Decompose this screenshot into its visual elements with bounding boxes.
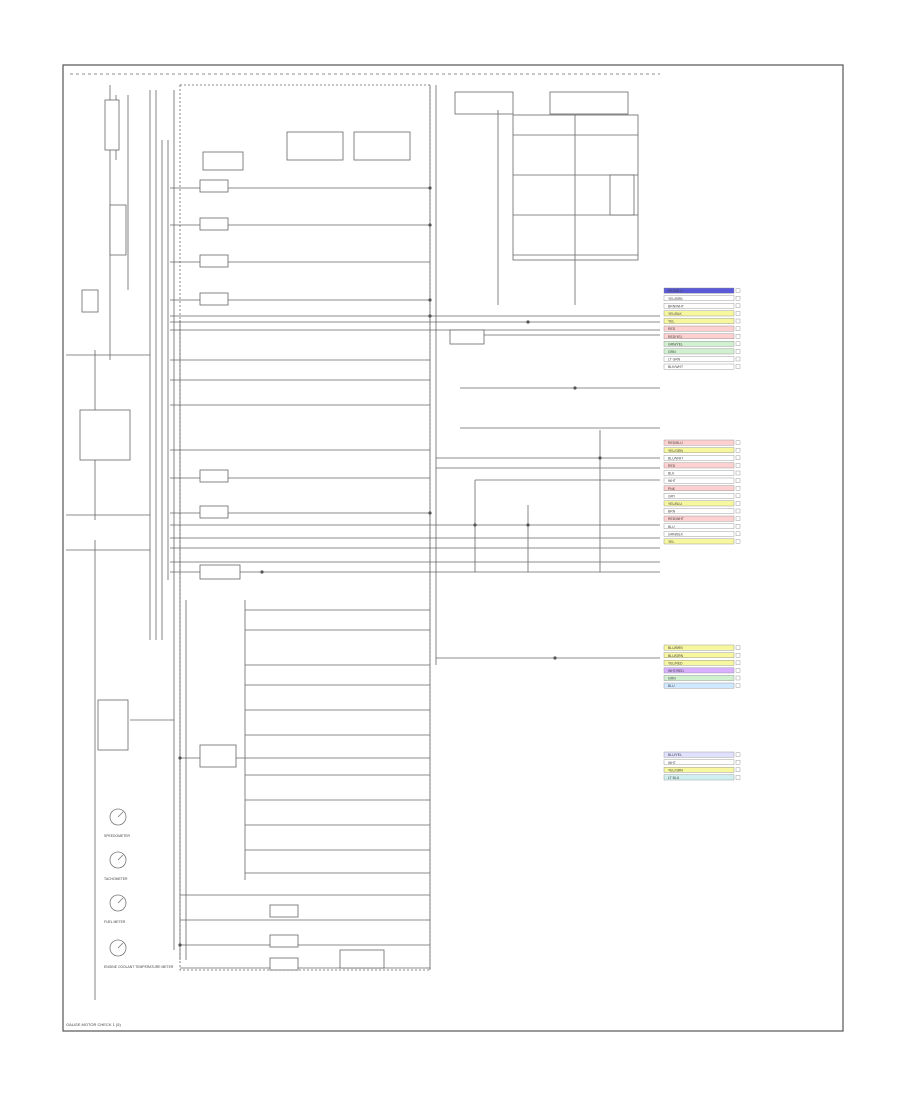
connector-pin xyxy=(663,333,735,340)
connector-column: RED/BLU YEL/BRN BRN/WHT YEL/BLK YEL RED RED/YE… xyxy=(663,287,741,781)
connector-pin xyxy=(663,531,735,537)
left-trunk xyxy=(94,85,187,1000)
connector-pin-label: RED/BLU xyxy=(668,441,683,445)
connector-pin xyxy=(663,660,735,666)
connector-pin-label: BLU xyxy=(668,684,675,688)
connector-pin xyxy=(663,500,735,507)
connector-pin-label: YEL/BLK xyxy=(668,312,682,316)
gauge-label: TACHOMETER xyxy=(104,877,128,881)
connector-pin-label: BLU/BRN xyxy=(668,646,683,650)
connector-pin xyxy=(663,644,735,651)
connector-pin-label: GRY xyxy=(668,494,676,498)
gauge-label: ENGINE COOLANT TEMPERATURE METER xyxy=(104,965,174,969)
center-signal-lines xyxy=(170,187,660,969)
gauge-symbols: SPEEDOMETER TACHOMETER FUEL METER ENGINE CO… xyxy=(104,808,174,969)
gauge-needle xyxy=(117,854,124,861)
connector-pin-label: YEL xyxy=(668,540,675,544)
connector-pin-label: GRN xyxy=(668,677,676,681)
connector-pin xyxy=(663,341,735,347)
gauge-label: SPEEDOMETER xyxy=(104,834,131,838)
connector-pin-label: RED/BLU xyxy=(668,289,683,293)
connector-pin xyxy=(663,485,735,492)
connector-pin xyxy=(663,295,735,302)
connector-pin xyxy=(663,363,735,370)
connector-pin xyxy=(663,675,735,681)
connector-pin xyxy=(663,477,735,484)
connector-pin-label: BLU/YEL xyxy=(668,753,682,757)
connector-pin xyxy=(663,759,735,765)
connector-pin xyxy=(663,439,735,446)
connector-group-connector-a: RED/BLU YEL/BRN BRN/WHT YEL/BLK YEL RED RED/YE… xyxy=(663,287,741,370)
gauge-needle xyxy=(117,897,124,904)
connector-pin-label: RED xyxy=(668,464,676,468)
center-small-boxes xyxy=(199,179,385,971)
connector-pin xyxy=(663,470,735,476)
connector-pin xyxy=(663,455,735,461)
connector-pin-label: GRN/BLK xyxy=(668,532,684,536)
upper-right-block xyxy=(454,91,639,305)
connector-pin xyxy=(663,682,735,689)
connector-pin-label: GRN xyxy=(668,350,676,354)
connector-pin-label: GRN/YEL xyxy=(668,342,683,346)
connector-pin-label: BLK/WHT xyxy=(668,365,683,369)
connector-pin xyxy=(663,652,735,658)
connector-group-connector-d: BLU/YEL WHT YEL/GRN LT BLU xyxy=(663,751,741,781)
connector-pin-label: YEL xyxy=(668,320,675,324)
connector-pin xyxy=(663,515,735,522)
connector-pin xyxy=(663,325,735,332)
connector-pin-label: YEL/GRN xyxy=(668,768,683,772)
connector-pin-label: WHT xyxy=(668,479,676,483)
connector-group-connector-c: BLU/BRN BLU/GRN YEL/RED WHT/RED GRN BLU xyxy=(663,644,741,689)
connector-pin xyxy=(663,774,735,781)
connector-pin-label: PNK xyxy=(668,487,676,491)
connector-pin-label: WHT xyxy=(668,761,676,765)
connector-pin-label: BLU/WHT xyxy=(668,456,683,460)
connector-pin-label: YEL/GRN xyxy=(668,449,683,453)
connector-pin-label: RED xyxy=(668,327,676,331)
connector-pin xyxy=(663,751,735,758)
connector-pin-label: WHT/RED xyxy=(668,669,684,673)
gauge-needle xyxy=(117,942,124,949)
connector-pin xyxy=(663,767,735,773)
gauge-needle xyxy=(117,811,124,818)
connector-pin xyxy=(663,447,735,454)
connector-pin xyxy=(663,310,735,317)
connector-pin xyxy=(663,523,735,529)
connector-pin xyxy=(663,538,735,545)
left-components xyxy=(66,99,174,751)
connector-pin xyxy=(663,303,735,309)
junction-dots xyxy=(178,186,602,947)
connector-pin-label: YEL/RED xyxy=(668,661,683,665)
gauge-label: FUEL METER xyxy=(104,920,126,924)
connector-pin xyxy=(663,287,735,294)
connector-pin xyxy=(663,356,735,362)
connector-pin-label: LT BLU xyxy=(668,776,680,780)
connector-pin xyxy=(663,508,735,514)
connector-pin-label: YEL/BRN xyxy=(668,297,683,301)
connector-pin-label: BLK xyxy=(668,472,675,476)
connector-pin-label: BRN xyxy=(668,510,676,514)
connector-pin xyxy=(663,667,735,674)
connector-pin-label: BLU/GRN xyxy=(668,654,684,658)
connector-pin xyxy=(663,462,735,469)
connector-pin-label: YEL/BLU xyxy=(668,502,682,506)
connector-pin-label: BLU xyxy=(668,525,675,529)
connector-pin xyxy=(663,493,735,499)
connector-pin xyxy=(663,318,735,324)
connector-pin-label: RED/YEL xyxy=(668,335,683,339)
center-top-boxes xyxy=(202,131,411,171)
connector-group-connector-b: RED/BLU YEL/GRN BLU/WHT RED BLK WHT PNK GRY YEL/… xyxy=(663,439,741,545)
footer-label: GAUGE MOTOR CHECK 1 (5) xyxy=(66,1022,121,1027)
connector-pin-label: RED/WHT xyxy=(668,517,684,521)
connector-pin xyxy=(663,348,735,355)
diagram-frame xyxy=(62,64,844,1032)
connector-pin-label: BRN/WHT xyxy=(668,304,684,308)
connector-pin-label: LT GRN xyxy=(668,358,681,362)
right-middle-wires xyxy=(436,329,660,572)
